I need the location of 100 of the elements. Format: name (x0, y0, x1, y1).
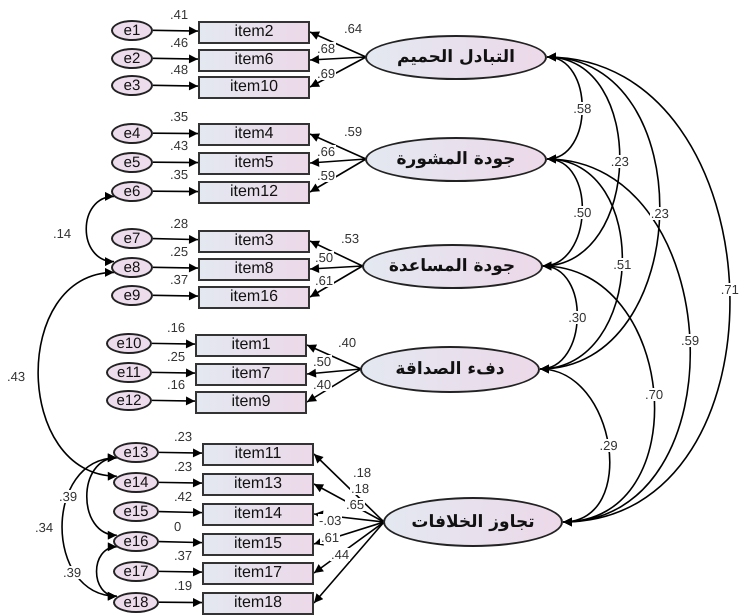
arrow (152, 186, 198, 196)
item-box: item11 (202, 442, 314, 466)
error-ellipse: e1 (111, 20, 153, 40)
item-box: item7 (195, 362, 307, 386)
item-box: item15 (202, 532, 314, 556)
arrow (152, 291, 198, 300)
error-ellipse: e15 (113, 500, 159, 522)
edge-label: .18 (350, 482, 370, 495)
item-box: item12 (198, 180, 310, 204)
edge-label: .64 (343, 22, 364, 35)
value-label: .35 (170, 168, 188, 180)
arrow (310, 31, 366, 58)
edge-label: .71 (720, 283, 740, 296)
edge-label: .29 (598, 439, 619, 452)
arrow (158, 448, 202, 458)
error-ellipse: e10 (106, 332, 152, 354)
arrow (310, 158, 366, 167)
edge-label: .40 (337, 336, 358, 349)
edge-label: .50 (312, 355, 332, 368)
error-ellipse: e16 (113, 530, 159, 552)
arrow (96, 544, 117, 600)
arrow (158, 478, 202, 488)
edge-label: .34 (34, 521, 54, 534)
edge-label: .30 (567, 311, 588, 324)
latent-ellipse: التبادل الحميم (365, 34, 547, 80)
arrow (306, 344, 362, 370)
arrow (152, 234, 198, 244)
latent-ellipse: تجاوز الخلافات (383, 497, 563, 547)
edge-label: .50 (314, 251, 334, 264)
value-label: .46 (170, 36, 188, 48)
value-label: .35 (170, 110, 188, 122)
item-box: item4 (198, 122, 310, 146)
edge-label: .51 (612, 258, 632, 270)
arrow (306, 368, 362, 378)
edge-label: .39 (58, 490, 78, 503)
arrow (152, 158, 198, 167)
edge-label: .50 (572, 206, 592, 219)
arrow (314, 521, 384, 546)
edge-label: .18 (352, 466, 372, 479)
value-label: .43 (170, 138, 188, 152)
value-label: .41 (170, 8, 188, 20)
edge-label: .61 (314, 274, 334, 287)
arrow (152, 54, 198, 64)
value-label: .37 (174, 548, 192, 562)
arrow (310, 133, 366, 160)
arrow (152, 128, 198, 138)
edge-label: .68 (316, 42, 336, 55)
arrow (158, 567, 202, 576)
edge-label: .44 (330, 548, 350, 561)
error-ellipse: e11 (106, 362, 152, 382)
arrow (158, 508, 202, 517)
value-label: .37 (170, 272, 188, 286)
edge-label: .53 (340, 232, 360, 245)
edge-label: .59 (680, 334, 700, 347)
item-box: item9 (195, 390, 307, 414)
arrow (152, 81, 198, 90)
edge-label: .66 (316, 145, 336, 158)
item-box: item18 (202, 592, 314, 614)
value-label: .23 (174, 460, 192, 472)
arrow (152, 368, 196, 378)
arrow (546, 54, 731, 525)
item-box: item1 (195, 334, 307, 356)
arrow (310, 240, 363, 267)
arrow (313, 453, 385, 523)
arrow (310, 265, 363, 298)
arrow (306, 368, 362, 403)
item-box: item17 (202, 562, 314, 584)
error-ellipse: e9 (111, 284, 153, 306)
latent-ellipse: دفء الصداقة (360, 346, 540, 392)
edge-label: .40 (312, 378, 332, 391)
arrow (313, 521, 385, 604)
arrow (158, 598, 202, 607)
value-label: .42 (174, 490, 192, 502)
edge-label: .39 (62, 566, 82, 579)
value-label: .16 (167, 378, 186, 390)
edge-label: -.03 (318, 514, 342, 527)
error-ellipse: e12 (106, 390, 152, 410)
edge-label: .43 (6, 370, 26, 383)
item-box: item13 (202, 472, 314, 496)
error-ellipse: e13 (113, 442, 159, 462)
edge-label: .59 (343, 125, 364, 138)
arrow (152, 26, 198, 36)
edge-label: .23 (650, 206, 670, 220)
value-label: .28 (170, 216, 188, 230)
arrow (310, 55, 366, 64)
latent-ellipse: جودة المساعدة (362, 244, 542, 288)
item-box: item5 (198, 152, 310, 174)
edge-label: .58 (572, 102, 592, 114)
error-ellipse: e8 (111, 256, 153, 278)
arrow (546, 156, 691, 525)
item-box: item2 (198, 20, 310, 44)
edge-label: .14 (52, 227, 72, 240)
arrow (310, 56, 366, 88)
arrow (310, 264, 363, 273)
arrow (314, 521, 384, 574)
arrow (37, 269, 117, 480)
arrow (310, 158, 366, 193)
error-ellipse: e6 (111, 180, 153, 202)
item-box: item16 (198, 286, 310, 308)
error-ellipse: e3 (111, 74, 153, 96)
